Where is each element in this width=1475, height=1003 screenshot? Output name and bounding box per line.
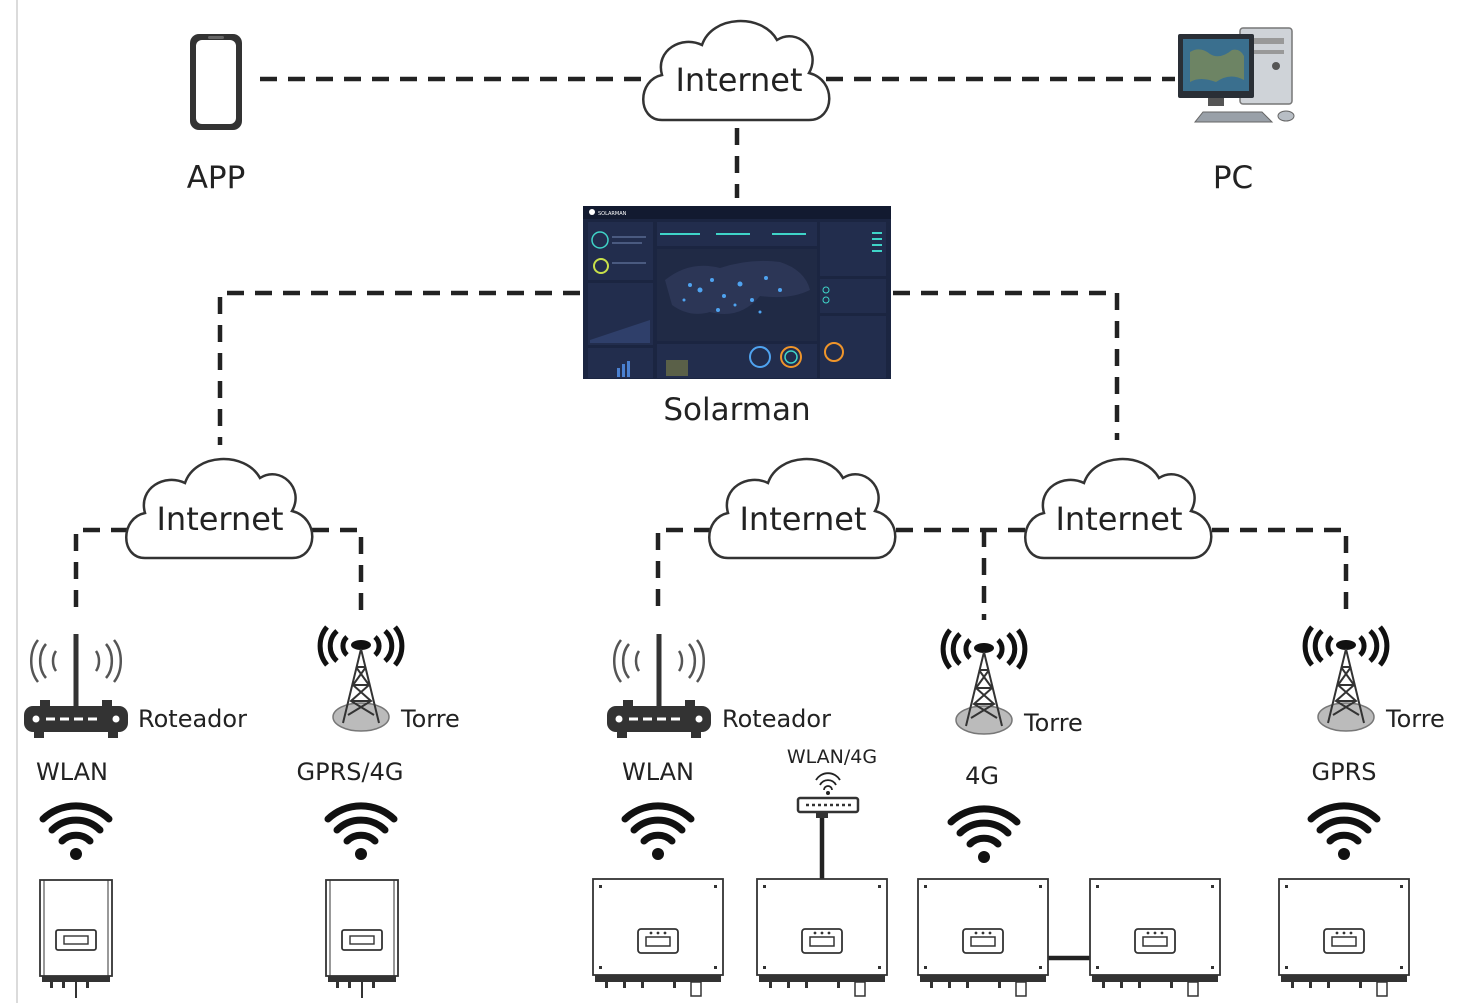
solarman-label: Solarman (663, 392, 810, 428)
gprs4g-label: GPRS/4G (297, 758, 404, 786)
desktop-pc-icon (1178, 27, 1295, 123)
cell-tower-icon (320, 627, 402, 731)
pc-label: PC (1213, 160, 1253, 196)
router-label-2: Roteador (722, 705, 831, 733)
wifi-icon (328, 806, 394, 860)
internet-cloud-top-label: Internet (675, 61, 802, 99)
wlan-label-2: WLAN (622, 758, 694, 786)
solarman-dashboard-screenshot: SOLARMAN (583, 206, 891, 379)
wifi-icon (625, 806, 691, 860)
internet-cloud-center-label: Internet (739, 500, 866, 538)
wifi-4g-stick-logger-icon (796, 772, 860, 818)
cell-tower-icon (943, 630, 1025, 734)
inverter-icon (917, 878, 1049, 997)
inverter-icon (1089, 878, 1221, 997)
wifi-icon (43, 806, 109, 860)
inverter-icon (1278, 878, 1410, 997)
inverter-icon (325, 879, 399, 999)
tower-label-2: Torre (1023, 709, 1083, 737)
smartphone-icon (190, 34, 242, 130)
label-4g: 4G (965, 762, 999, 790)
app-label: APP (187, 160, 246, 196)
wlan-label-1: WLAN (36, 758, 108, 786)
dashboard-brand-text: SOLARMAN (598, 211, 627, 217)
cell-tower-icon (1305, 627, 1387, 731)
wifi-icon (951, 809, 1017, 863)
router-icon (24, 634, 128, 738)
inverter-icon (756, 878, 888, 997)
wlan4g-label: WLAN/4G (787, 746, 877, 768)
inverter-icon (39, 879, 113, 999)
router-label-1: Roteador (138, 705, 247, 733)
connection-lines (73, 76, 1349, 961)
router-icon (607, 634, 711, 738)
internet-cloud-right-label: Internet (1055, 500, 1182, 538)
tower-label-1: Torre (400, 705, 460, 733)
wifi-icon (1311, 806, 1377, 860)
tower-label-3: Torre (1385, 705, 1445, 733)
internet-cloud-left-label: Internet (156, 500, 283, 538)
gprs-label: GPRS (1312, 758, 1377, 786)
inverter-icon (592, 878, 724, 997)
